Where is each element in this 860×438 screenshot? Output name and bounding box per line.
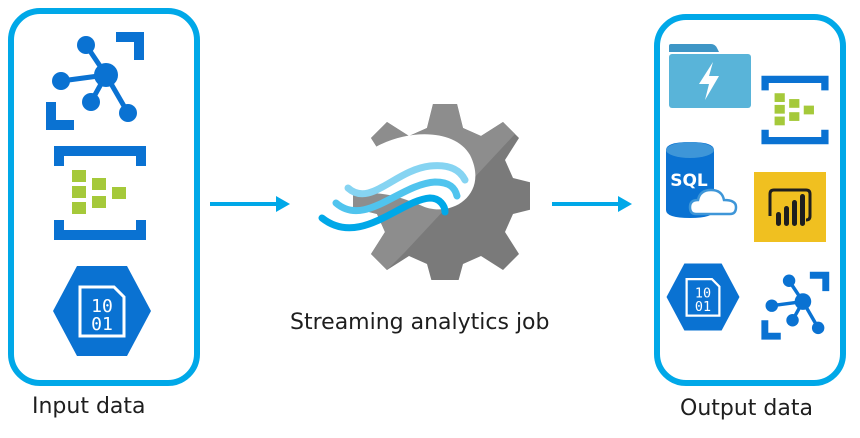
arrow-right-icon <box>552 196 632 212</box>
blob-storage-icon: 10 01 <box>53 266 151 356</box>
blob-text-line2: 01 <box>91 314 113 335</box>
event-grid-icon <box>46 32 144 130</box>
blob-storage-icon: 10 01 <box>666 263 740 331</box>
azure-functions-icon <box>669 44 751 108</box>
sql-database-icon: SQL <box>666 142 738 218</box>
streaming-analytics-job-label: Streaming analytics job <box>290 310 550 335</box>
event-hubs-icon <box>761 75 829 145</box>
arrow-right-icon <box>210 196 290 212</box>
output-data-label: Output data <box>680 396 813 421</box>
blob-text-line2: 01 <box>695 300 711 315</box>
event-grid-icon <box>761 271 830 340</box>
input-data-label: Input data <box>32 394 146 419</box>
event-hubs-icon <box>54 146 146 240</box>
sql-text: SQL <box>670 171 708 191</box>
blob-text-line1: 10 <box>91 296 113 317</box>
power-bi-icon <box>754 172 826 242</box>
blob-text-line1: 10 <box>695 287 711 302</box>
stream-analytics-gear-icon <box>318 104 530 280</box>
